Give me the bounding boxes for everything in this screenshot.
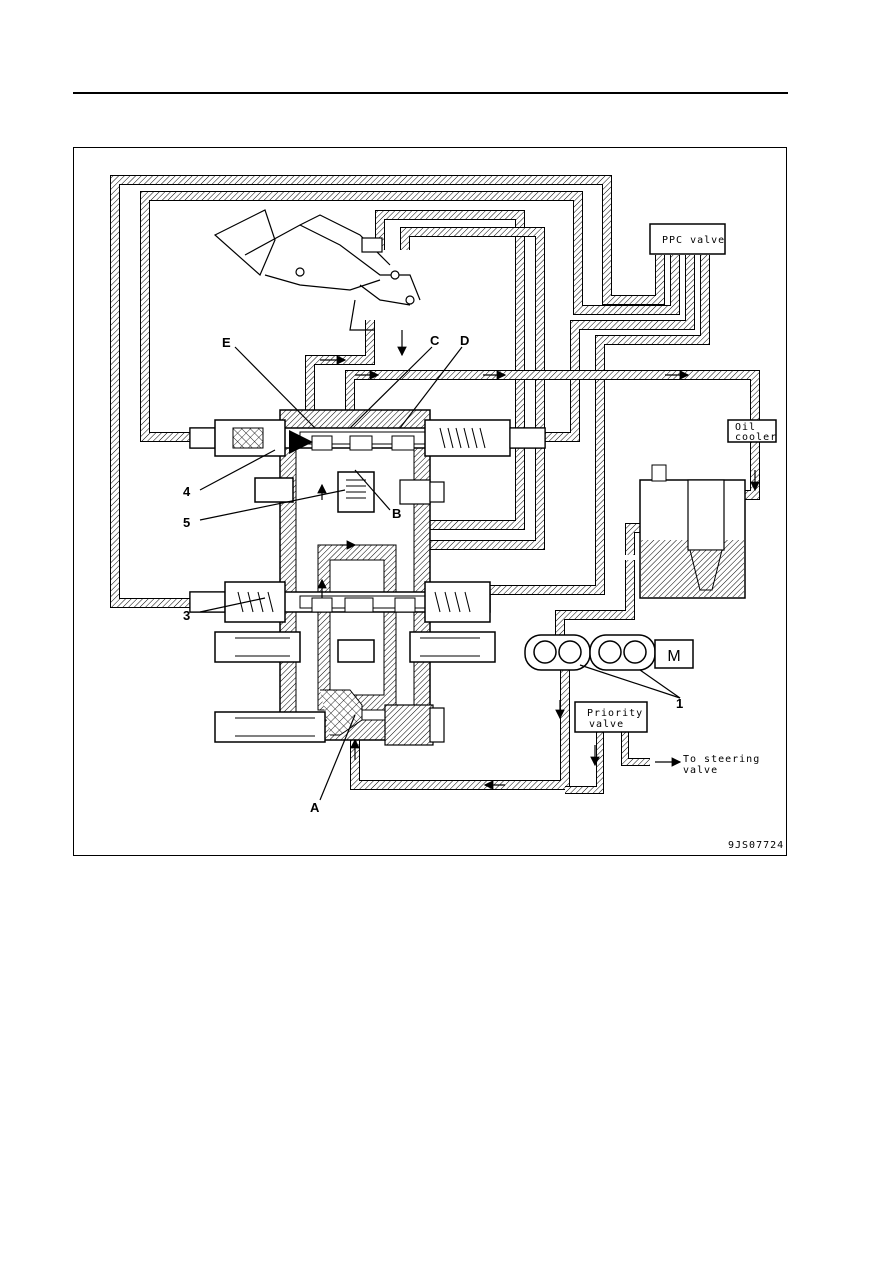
motor-label: M [667,648,680,665]
oil-cooler-label-line1: Oil [735,422,756,433]
pump-assembly [524,634,694,671]
callout-a: A [310,800,320,815]
callout-4: 4 [183,484,191,499]
oil-cooler-label-line2: cooler [735,432,777,443]
oil-cooler-box [727,419,777,443]
to-steering-label-line1: To steering [683,754,760,765]
control-valve-body [189,409,546,746]
priority-valve-label-line2: valve [589,719,624,730]
callout-b: B [392,506,401,521]
loader-work-equipment [213,209,421,331]
figure-frame [73,147,787,856]
priority-valve-box [574,701,648,733]
callout-e: E [222,335,231,350]
callout-d: D [460,333,469,348]
callout-3: 3 [183,608,190,623]
ppc-valve-label: PPC valve [662,235,725,246]
figure-code: 9JS07724 [728,840,784,851]
callout-c: C [430,333,440,348]
motor-box [654,639,694,669]
to-steering-label-line2: valve [683,765,718,776]
flow-arrows [289,330,760,790]
callout-5: 5 [183,515,190,530]
spool-spring-ends [189,419,546,743]
header-rule [73,92,788,94]
ppc-valve-box [649,223,726,255]
priority-valve-label-line1: Priority [587,708,643,719]
callout-1: 1 [676,696,683,711]
callout-leaders [199,346,681,801]
hydraulic-tank [639,464,746,599]
